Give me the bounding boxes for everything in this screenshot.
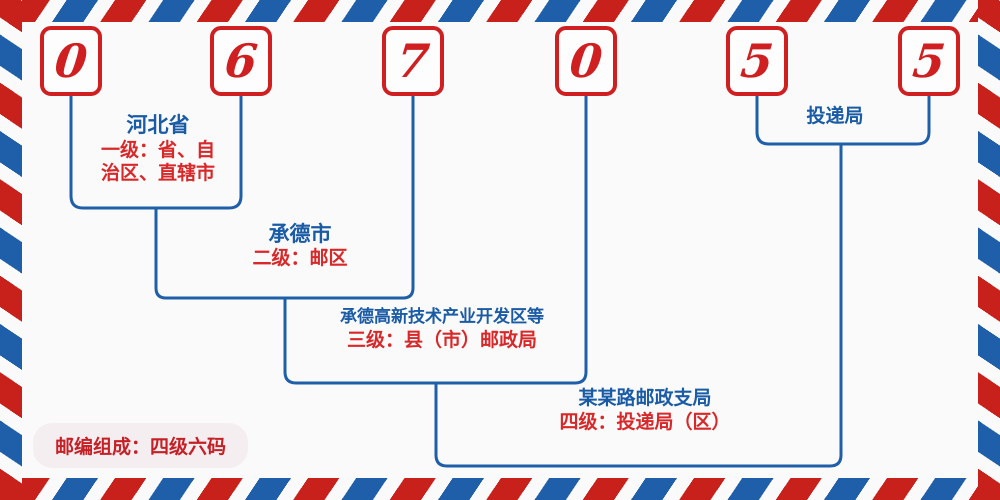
label-level-1-desc-line1: 一级：省、自	[100, 138, 215, 161]
postal-digit-box-5[interactable]: 5	[726, 26, 788, 96]
postal-digit-4: 0	[567, 34, 605, 88]
label-level-4: 某某路邮政支局 四级：投递局（区）	[500, 387, 790, 434]
bracket-delivery-office	[755, 94, 931, 146]
postal-digit-3: 7	[394, 34, 432, 88]
airmail-border-right	[978, 0, 1000, 500]
label-level-3-desc: 三级：县（市）邮政局	[346, 329, 537, 352]
label-delivery-office: 投递局	[745, 105, 925, 127]
label-level-4-desc: 四级：投递局（区）	[559, 411, 731, 434]
label-level-3-name: 承德高新技术产业开发区等	[340, 307, 544, 327]
footer-summary-text: 邮编组成：四级六码	[55, 436, 227, 458]
footer-summary-badge: 邮编组成：四级六码	[33, 423, 249, 468]
airmail-border-top	[0, 0, 1000, 22]
postal-digit-box-1[interactable]: 0	[40, 26, 102, 96]
postal-digit-box-2[interactable]: 6	[210, 26, 272, 96]
airmail-border-bottom	[0, 478, 1000, 500]
postal-digit-1: 0	[52, 34, 90, 88]
label-level-1-desc: 一级：省、自治区、直辖市	[78, 139, 238, 185]
label-level-1-desc-line2: 治区、直辖市	[100, 161, 215, 184]
bracket-level-3	[283, 94, 588, 385]
label-delivery-office-name: 投递局	[806, 105, 864, 127]
label-level-2-name: 承德市	[268, 221, 332, 246]
postal-digit-6: 5	[910, 34, 948, 88]
airmail-border-left	[0, 0, 22, 500]
label-level-3: 承德高新技术产业开发区等 三级：县（市）邮政局	[283, 307, 601, 352]
label-level-1-name: 河北省	[126, 112, 190, 137]
label-level-2-desc: 二级：邮区	[252, 246, 348, 269]
postal-digit-box-6[interactable]: 5	[898, 26, 960, 96]
label-level-1: 河北省 一级：省、自治区、直辖市	[78, 113, 238, 185]
bracket-level-4	[434, 142, 843, 468]
postal-digit-5: 5	[738, 34, 776, 88]
postal-digit-2: 6	[222, 34, 260, 88]
label-level-2: 承德市 二级：邮区	[170, 222, 430, 269]
envelope-inner-surface	[22, 22, 978, 478]
postal-digit-box-3[interactable]: 7	[382, 26, 444, 96]
label-level-4-name: 某某路邮政支局	[578, 387, 712, 409]
postal-digit-box-4[interactable]: 0	[555, 26, 617, 96]
